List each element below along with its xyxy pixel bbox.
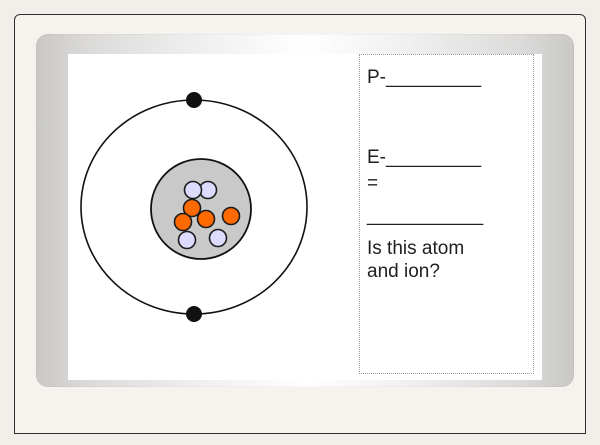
electron-answer-line: E-_________ xyxy=(367,147,482,168)
question-line-1: Is this atom xyxy=(367,238,465,259)
proton-particle xyxy=(173,212,193,232)
equals-line: = xyxy=(367,173,379,194)
slide-content: P-_________ E-_________ = ___________ Is… xyxy=(68,54,542,380)
bottom-electron xyxy=(186,306,202,322)
slide-frame: P-_________ E-_________ = ___________ Is… xyxy=(14,14,586,434)
proton-particle xyxy=(196,209,216,229)
neutron-particle xyxy=(208,228,228,248)
top-electron xyxy=(186,92,202,108)
proton-answer-line: P-_________ xyxy=(367,67,482,88)
neutron-particle xyxy=(183,180,203,200)
atom-diagram xyxy=(80,92,308,322)
answer-panel: P-_________ E-_________ = ___________ Is… xyxy=(359,54,534,374)
neutron-particle xyxy=(177,230,197,250)
separator-line: ___________ xyxy=(367,205,484,226)
proton-particle xyxy=(221,206,241,226)
proton-particle xyxy=(182,198,202,218)
question-line-2: and ion? xyxy=(367,261,440,282)
slide-shell: P-_________ E-_________ = ___________ Is… xyxy=(36,34,574,387)
electrons-layer xyxy=(186,92,202,322)
particles-layer xyxy=(173,180,241,250)
